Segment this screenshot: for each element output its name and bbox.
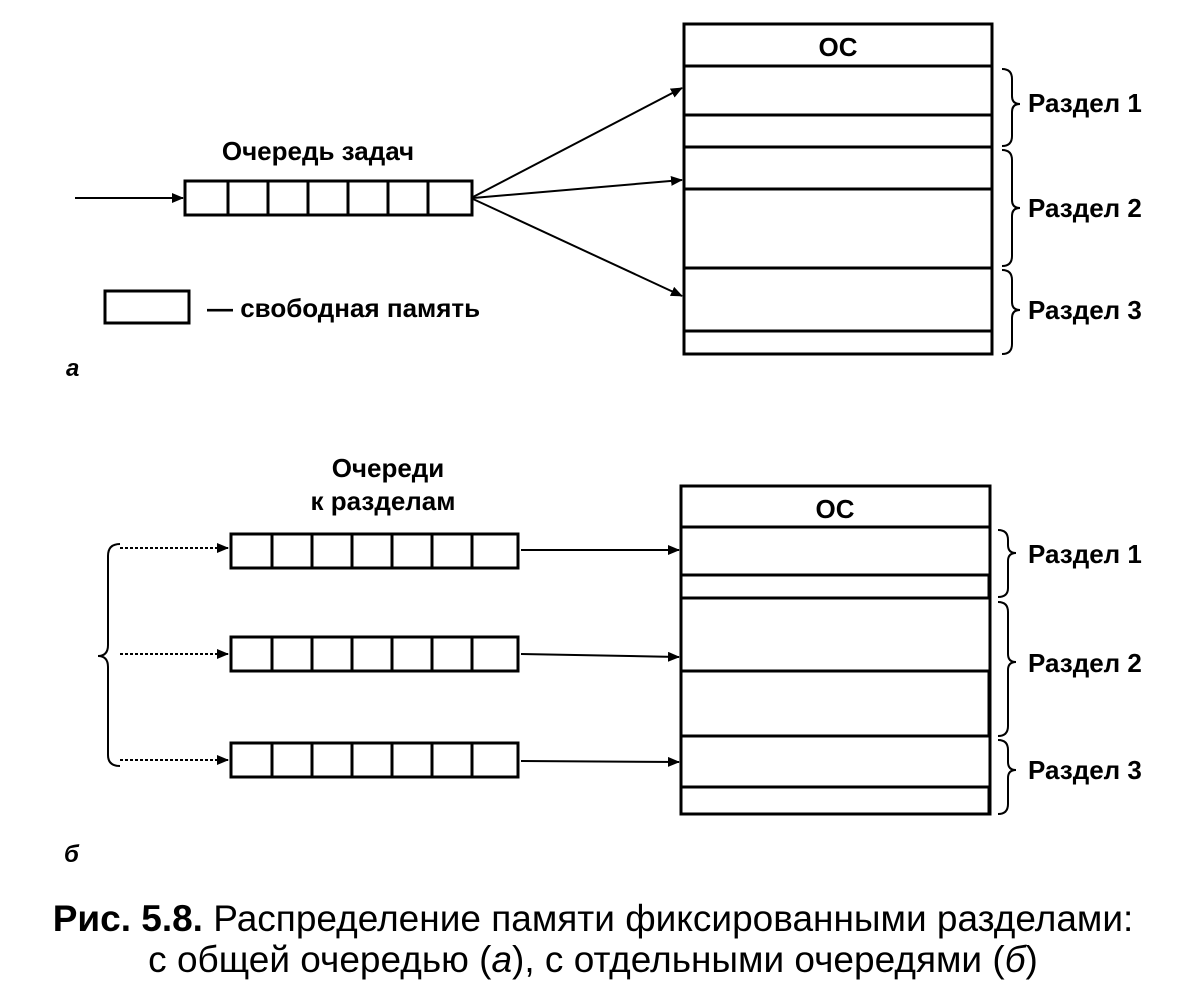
partition-2-label: Раздел 2 bbox=[1028, 648, 1142, 678]
dispatch-arrow-partition-1 bbox=[472, 87, 683, 198]
job-queue-label: Очередь задач bbox=[222, 136, 414, 166]
free-memory-area bbox=[679, 785, 991, 816]
partition-1-label: Раздел 1 bbox=[1028, 88, 1142, 118]
queue-2-to-partition-2-arrow bbox=[520, 651, 680, 662]
memory-block-a: ОС bbox=[682, 22, 994, 356]
partition-3-label: Раздел 3 bbox=[1028, 295, 1142, 325]
partition-queue-1 bbox=[229, 532, 520, 570]
os-label: ОС bbox=[816, 494, 855, 524]
caption-a-ref: а bbox=[491, 939, 513, 980]
figure-title: Распределение памяти фиксированными разд… bbox=[213, 898, 1134, 939]
panel-b-label: б bbox=[64, 841, 80, 868]
partition-1-brace bbox=[1001, 68, 1021, 147]
partition-2-label: Раздел 2 bbox=[1028, 193, 1142, 223]
queue-frame bbox=[229, 741, 520, 779]
partition-2-brace bbox=[997, 601, 1017, 737]
partition-queue-3 bbox=[229, 741, 520, 779]
partition-2-brace bbox=[1001, 149, 1021, 267]
partition-1-label: Раздел 1 bbox=[1028, 539, 1142, 569]
partition-3-label: Раздел 3 bbox=[1028, 755, 1142, 785]
free-memory-legend-label: — свободная память bbox=[207, 293, 480, 323]
figure-caption-line-1: Рис. 5.8. Распределение памяти фиксирова… bbox=[0, 897, 1186, 941]
dispatch-arrow-partition-2 bbox=[472, 175, 683, 199]
partition-3-brace bbox=[997, 739, 1017, 815]
caption-text: ) bbox=[1025, 939, 1038, 980]
diagram-a: Очередь задач — свободная память bbox=[66, 22, 1142, 382]
queue-frame bbox=[229, 532, 520, 570]
job-queue bbox=[183, 179, 474, 217]
memory-frame bbox=[679, 484, 992, 816]
caption-text: ), с отдельными очередями ( bbox=[512, 939, 1005, 980]
memory-partition-figure: Очередь задач — свободная память bbox=[64, 22, 1142, 868]
diagram-b: Очереди к разделам bbox=[64, 453, 1142, 868]
caption-text: с общей очередью ( bbox=[148, 939, 492, 980]
free-memory-area bbox=[679, 669, 991, 738]
figure-caption-line-2: с общей очередью (а), с отдельными очере… bbox=[0, 938, 1186, 982]
queue-frame bbox=[229, 635, 520, 673]
figure-number: Рис. 5.8. bbox=[52, 898, 203, 939]
free-memory-legend-box bbox=[103, 289, 191, 325]
caption-b-ref: б bbox=[1004, 939, 1026, 980]
partition-3-brace bbox=[1001, 269, 1021, 355]
dispatch-arrow-partition-3 bbox=[472, 198, 683, 297]
panel-a-label: а bbox=[66, 355, 79, 382]
memory-block-b: ОС bbox=[679, 484, 992, 816]
free-memory-area bbox=[679, 573, 991, 600]
os-label: ОС bbox=[819, 32, 858, 62]
partition-1-brace bbox=[997, 529, 1017, 598]
partition-queues-label-line1: Очереди bbox=[332, 453, 445, 483]
partition-queues-label-line2: к разделам bbox=[311, 486, 456, 516]
partition-queue-2 bbox=[229, 635, 520, 673]
incoming-jobs-brace bbox=[97, 543, 121, 767]
queue-frame bbox=[183, 179, 474, 217]
queue-3-to-partition-3-arrow bbox=[520, 756, 680, 767]
